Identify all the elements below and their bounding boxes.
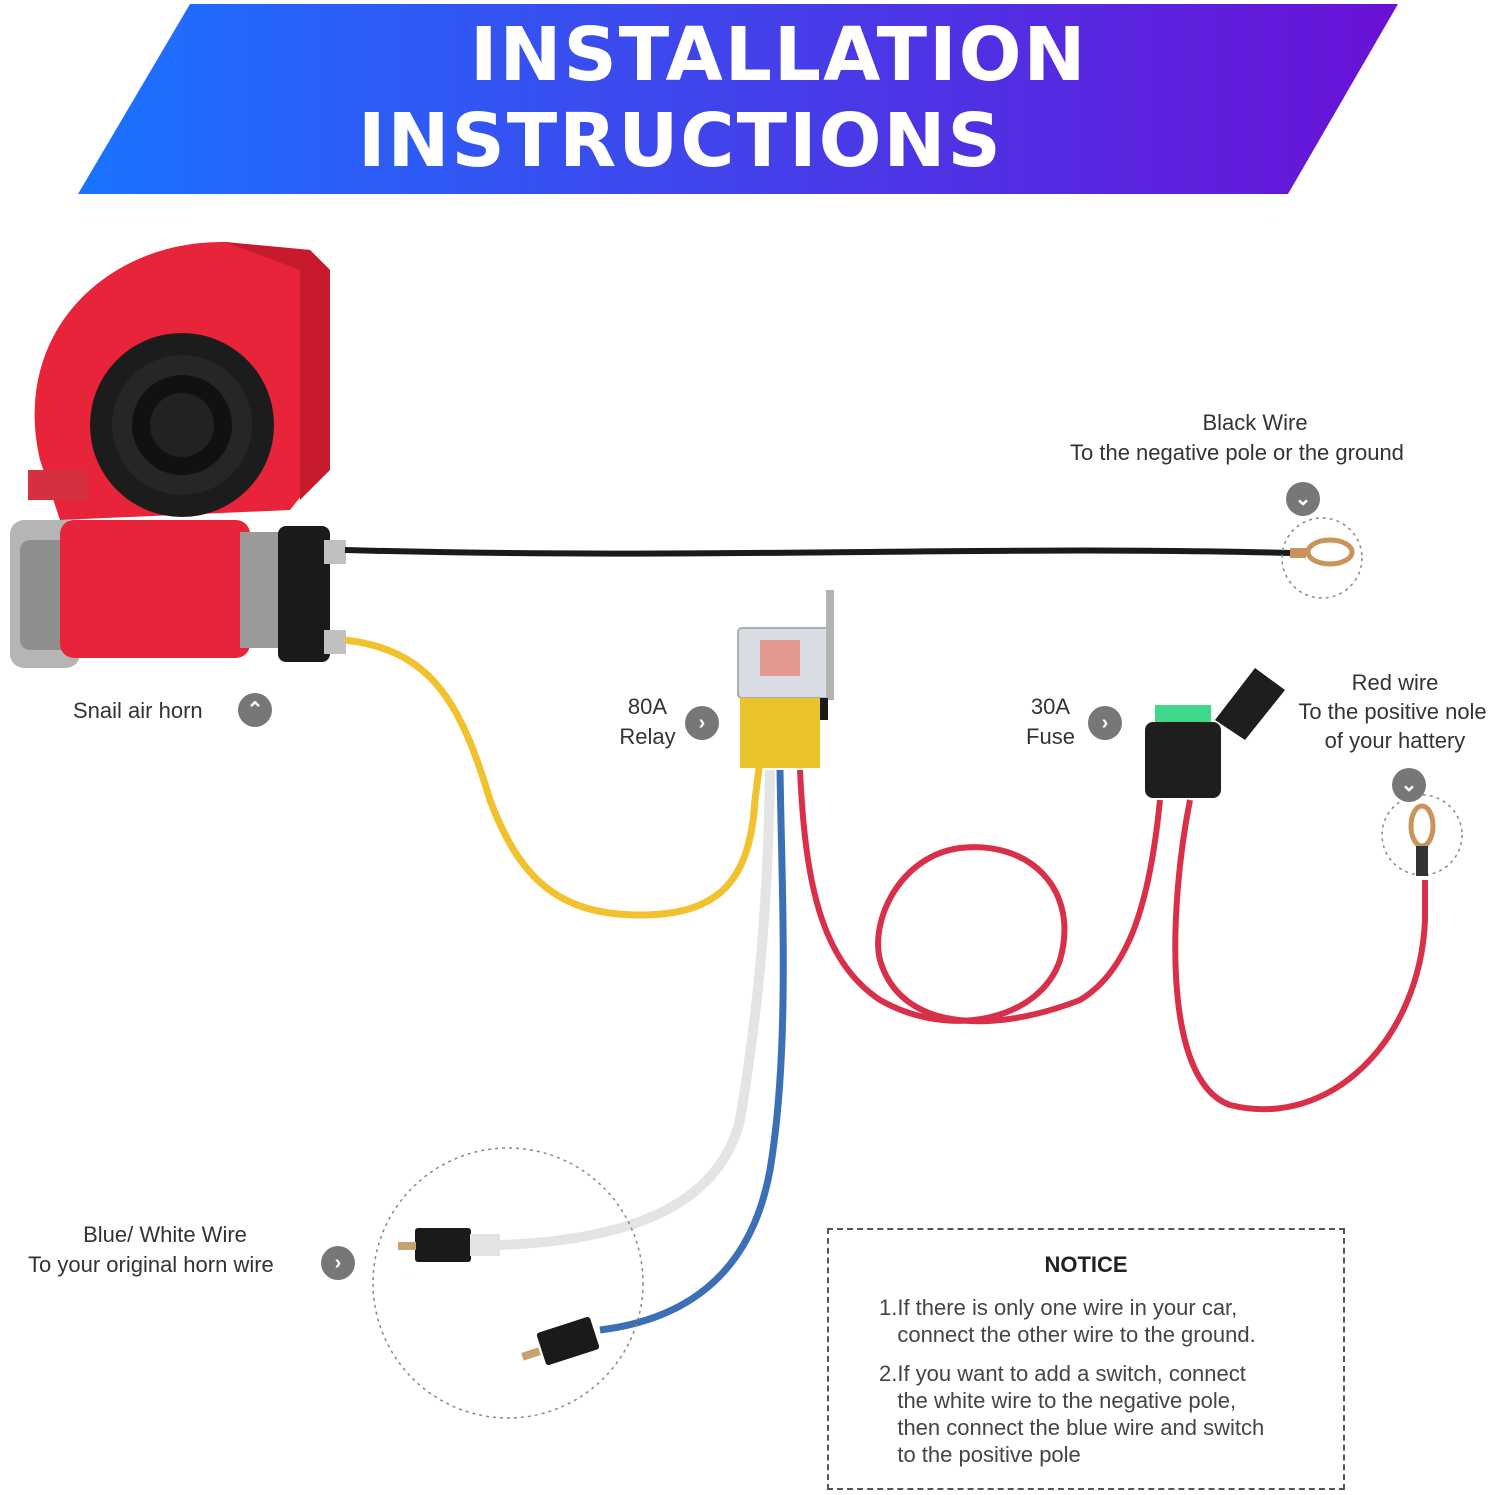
chevron-right-icon: › bbox=[685, 706, 719, 740]
red-wire-desc-1: To the positive nole bbox=[1298, 699, 1487, 724]
relay-label-name: Relay bbox=[619, 724, 676, 749]
white-wire-plug bbox=[398, 1228, 500, 1262]
black-ring-terminal bbox=[1305, 537, 1355, 567]
notice-item-1: 1.If there is only one wire in your car,… bbox=[879, 1295, 1256, 1347]
blue-white-wire-desc: To your original horn wire bbox=[28, 1252, 274, 1277]
snail-air-horn-label: Snail air horn bbox=[73, 698, 203, 723]
fuse-label-amp: 30A bbox=[1030, 694, 1071, 719]
red-terminal-highlight bbox=[1381, 794, 1463, 876]
chevron-right-icon: › bbox=[321, 1246, 355, 1280]
relay-label-amp: 80A bbox=[627, 694, 668, 719]
fuse-label-name: Fuse bbox=[1026, 724, 1075, 749]
red-wire-title: Red wire bbox=[1351, 670, 1439, 695]
red-ring-terminal bbox=[1408, 803, 1436, 849]
black-terminal-highlight bbox=[1281, 517, 1363, 599]
black-wire bbox=[344, 547, 1291, 557]
notice-title: NOTICE bbox=[1044, 1252, 1128, 1277]
snail-air-horn-image bbox=[10, 241, 346, 668]
chevron-down-icon: ⌄ bbox=[1286, 482, 1320, 516]
yellow-wire bbox=[344, 636, 764, 919]
relay-image bbox=[737, 590, 834, 768]
blue-wire bbox=[599, 769, 787, 1334]
chevron-down-icon: ⌄ bbox=[1392, 768, 1426, 802]
chevron-right-icon: › bbox=[1088, 706, 1122, 740]
fuse-holder-image bbox=[1145, 668, 1285, 798]
white-wire bbox=[499, 769, 775, 1250]
plugs-highlight bbox=[372, 1147, 644, 1419]
blue-white-wire-title: Blue/ White Wire bbox=[83, 1222, 247, 1247]
banner-title-line1: INSTALLATION bbox=[470, 12, 1088, 98]
black-wire-title: Black Wire bbox=[1202, 410, 1308, 435]
notice-box: NOTICE 1.If there is only one wire in yo… bbox=[827, 1228, 1345, 1490]
chevron-up-icon: ⌃ bbox=[238, 693, 272, 727]
banner-title-line2: INSTRUCTIONS bbox=[358, 98, 1003, 184]
title-banner bbox=[78, 4, 1398, 194]
notice-item-2: 2.If you want to add a switch, connect t… bbox=[879, 1361, 1265, 1467]
black-wire-desc: To the negative pole or the ground bbox=[1070, 440, 1404, 465]
blue-wire-plug bbox=[521, 1316, 600, 1366]
red-wire-loop bbox=[797, 769, 1163, 1025]
red-wire-desc-2: of your hattery bbox=[1324, 728, 1466, 753]
red-wire-battery bbox=[1172, 799, 1428, 1113]
